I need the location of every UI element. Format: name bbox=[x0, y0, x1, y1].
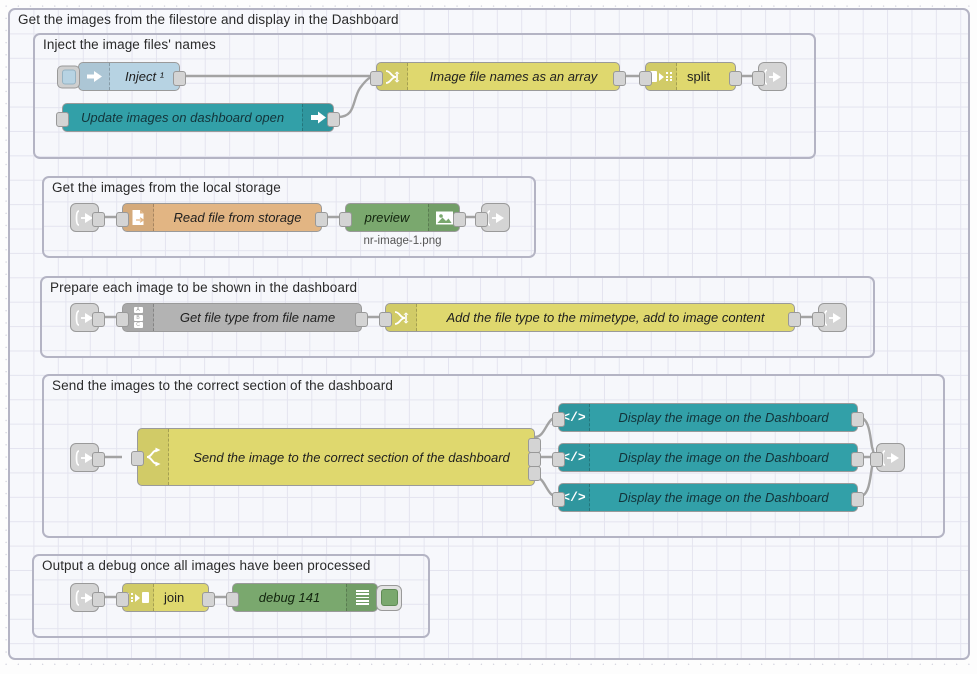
link-out-2-input-port[interactable] bbox=[475, 212, 488, 227]
add-mimetype-output-port[interactable] bbox=[788, 312, 801, 327]
image-file-names-input-port[interactable] bbox=[370, 71, 383, 86]
get-file-type-output-port[interactable] bbox=[355, 312, 368, 327]
group-debug-output-label: Output a debug once all images have been… bbox=[42, 558, 371, 573]
link-in-4-output-port[interactable] bbox=[92, 452, 105, 467]
debug-active-toggle[interactable] bbox=[376, 584, 402, 611]
node-inject[interactable]: Inject ¹ bbox=[57, 62, 186, 91]
switch-output-port-2[interactable] bbox=[528, 452, 541, 467]
node-read-file-label: Read file from storage bbox=[173, 210, 302, 225]
template-code-icon: </> bbox=[559, 484, 590, 511]
display-3-output-port[interactable] bbox=[851, 492, 864, 507]
group-inject-names[interactable]: Inject the image files' names bbox=[33, 33, 816, 159]
switch-input-port[interactable] bbox=[131, 451, 144, 466]
node-display-3-label: Display the image on the Dashboard bbox=[618, 490, 829, 505]
node-add-mimetype-label: Add the file type to the mimetype, add t… bbox=[446, 310, 765, 325]
node-display-2[interactable]: </> Display the image on the Dashboard bbox=[552, 443, 864, 472]
debug-input-port[interactable] bbox=[226, 592, 239, 607]
preview-file-caption: nr-image-1.png bbox=[363, 235, 442, 247]
display-1-output-port[interactable] bbox=[851, 412, 864, 427]
node-link-in-5[interactable] bbox=[70, 583, 105, 612]
link-in-2-output-port[interactable] bbox=[92, 212, 105, 227]
inject-button-face bbox=[61, 69, 76, 84]
display-3-input-port[interactable] bbox=[552, 492, 565, 507]
node-get-file-type-label: Get file type from file name bbox=[179, 310, 336, 325]
group-local-storage-label: Get the images from the local storage bbox=[52, 180, 281, 195]
node-link-in-2[interactable] bbox=[70, 203, 105, 232]
node-display-2-label: Display the image on the Dashboard bbox=[618, 450, 829, 465]
file-in-icon bbox=[123, 204, 154, 231]
node-image-file-names[interactable]: Image file names as an array bbox=[370, 62, 626, 91]
read-file-input-port[interactable] bbox=[116, 212, 129, 227]
switch-output-port-1[interactable] bbox=[528, 438, 541, 453]
display-2-input-port[interactable] bbox=[552, 452, 565, 467]
node-send-image-switch[interactable]: Send the image to the correct section of… bbox=[131, 428, 541, 486]
debug-lines-icon bbox=[346, 584, 377, 611]
node-inject-label: Inject ¹ bbox=[124, 69, 164, 84]
switch-icon bbox=[138, 429, 169, 485]
link-in-icon bbox=[71, 584, 98, 611]
node-display-1-label: Display the image on the Dashboard bbox=[618, 410, 829, 425]
node-split[interactable]: split bbox=[639, 62, 742, 91]
read-file-output-port[interactable] bbox=[315, 212, 328, 227]
node-join-label: join bbox=[164, 590, 185, 605]
preview-input-port[interactable] bbox=[339, 212, 352, 227]
node-link-out-1[interactable] bbox=[752, 62, 787, 91]
inject-trigger-button[interactable] bbox=[57, 65, 80, 88]
display-2-output-port[interactable] bbox=[851, 452, 864, 467]
node-link-out-4[interactable] bbox=[870, 443, 905, 472]
link-out-3-input-port[interactable] bbox=[812, 312, 825, 327]
template-code-icon: </> bbox=[559, 444, 590, 471]
get-file-type-input-port[interactable] bbox=[116, 312, 129, 327]
split-input-port[interactable] bbox=[639, 71, 652, 86]
split-output-port[interactable] bbox=[729, 71, 742, 86]
node-split-label: split bbox=[687, 69, 711, 84]
display-1-input-port[interactable] bbox=[552, 412, 565, 427]
node-preview-label: preview bbox=[364, 210, 410, 225]
group-send-to-dashboard-label: Send the images to the correct section o… bbox=[52, 378, 393, 393]
inject-output-port[interactable] bbox=[173, 71, 186, 86]
preview-output-port[interactable] bbox=[453, 212, 466, 227]
group-inject-names-label: Inject the image files' names bbox=[43, 37, 216, 52]
update-images-input-port[interactable] bbox=[56, 112, 69, 127]
add-mimetype-input-port[interactable] bbox=[379, 312, 392, 327]
inject-arrow-icon bbox=[79, 63, 110, 90]
node-read-file[interactable]: Read file from storage bbox=[116, 203, 328, 232]
node-send-image-switch-label: Send the image to the correct section of… bbox=[193, 449, 510, 465]
node-link-out-3[interactable] bbox=[812, 303, 847, 332]
link-in-icon bbox=[71, 304, 98, 331]
node-image-file-names-label: Image file names as an array bbox=[429, 69, 598, 84]
node-link-in-3[interactable] bbox=[70, 303, 105, 332]
node-join[interactable]: join bbox=[116, 583, 215, 612]
link-out-1-input-port[interactable] bbox=[752, 71, 765, 86]
link-in-5-output-port[interactable] bbox=[92, 592, 105, 607]
update-images-output-port[interactable] bbox=[327, 112, 340, 127]
link-in-icon bbox=[71, 444, 98, 471]
join-input-port[interactable] bbox=[116, 592, 129, 607]
group-prepare-image-label: Prepare each image to be shown in the da… bbox=[50, 280, 358, 295]
node-link-out-2[interactable] bbox=[475, 203, 510, 232]
join-output-port[interactable] bbox=[202, 592, 215, 607]
node-update-images-label: Update images on dashboard open bbox=[81, 110, 285, 125]
node-preview[interactable]: preview bbox=[339, 203, 466, 232]
node-add-mimetype[interactable]: Add the file type to the mimetype, add t… bbox=[379, 303, 801, 332]
node-update-images[interactable]: Update images on dashboard open bbox=[56, 103, 340, 132]
node-display-3[interactable]: </> Display the image on the Dashboard bbox=[552, 483, 864, 512]
image-file-names-output-port[interactable] bbox=[613, 71, 626, 86]
link-in-icon bbox=[71, 204, 98, 231]
node-debug[interactable]: debug 141 bbox=[226, 583, 402, 612]
debug-toggle-face bbox=[380, 589, 398, 606]
link-in-3-output-port[interactable] bbox=[92, 312, 105, 327]
switch-output-port-3[interactable] bbox=[528, 466, 541, 481]
link-out-4-input-port[interactable] bbox=[870, 452, 883, 467]
node-debug-label: debug 141 bbox=[258, 590, 321, 605]
node-link-in-4[interactable] bbox=[70, 443, 105, 472]
node-display-1[interactable]: </> Display the image on the Dashboard bbox=[552, 403, 864, 432]
group-outer-label: Get the images from the filestore and di… bbox=[18, 12, 399, 27]
